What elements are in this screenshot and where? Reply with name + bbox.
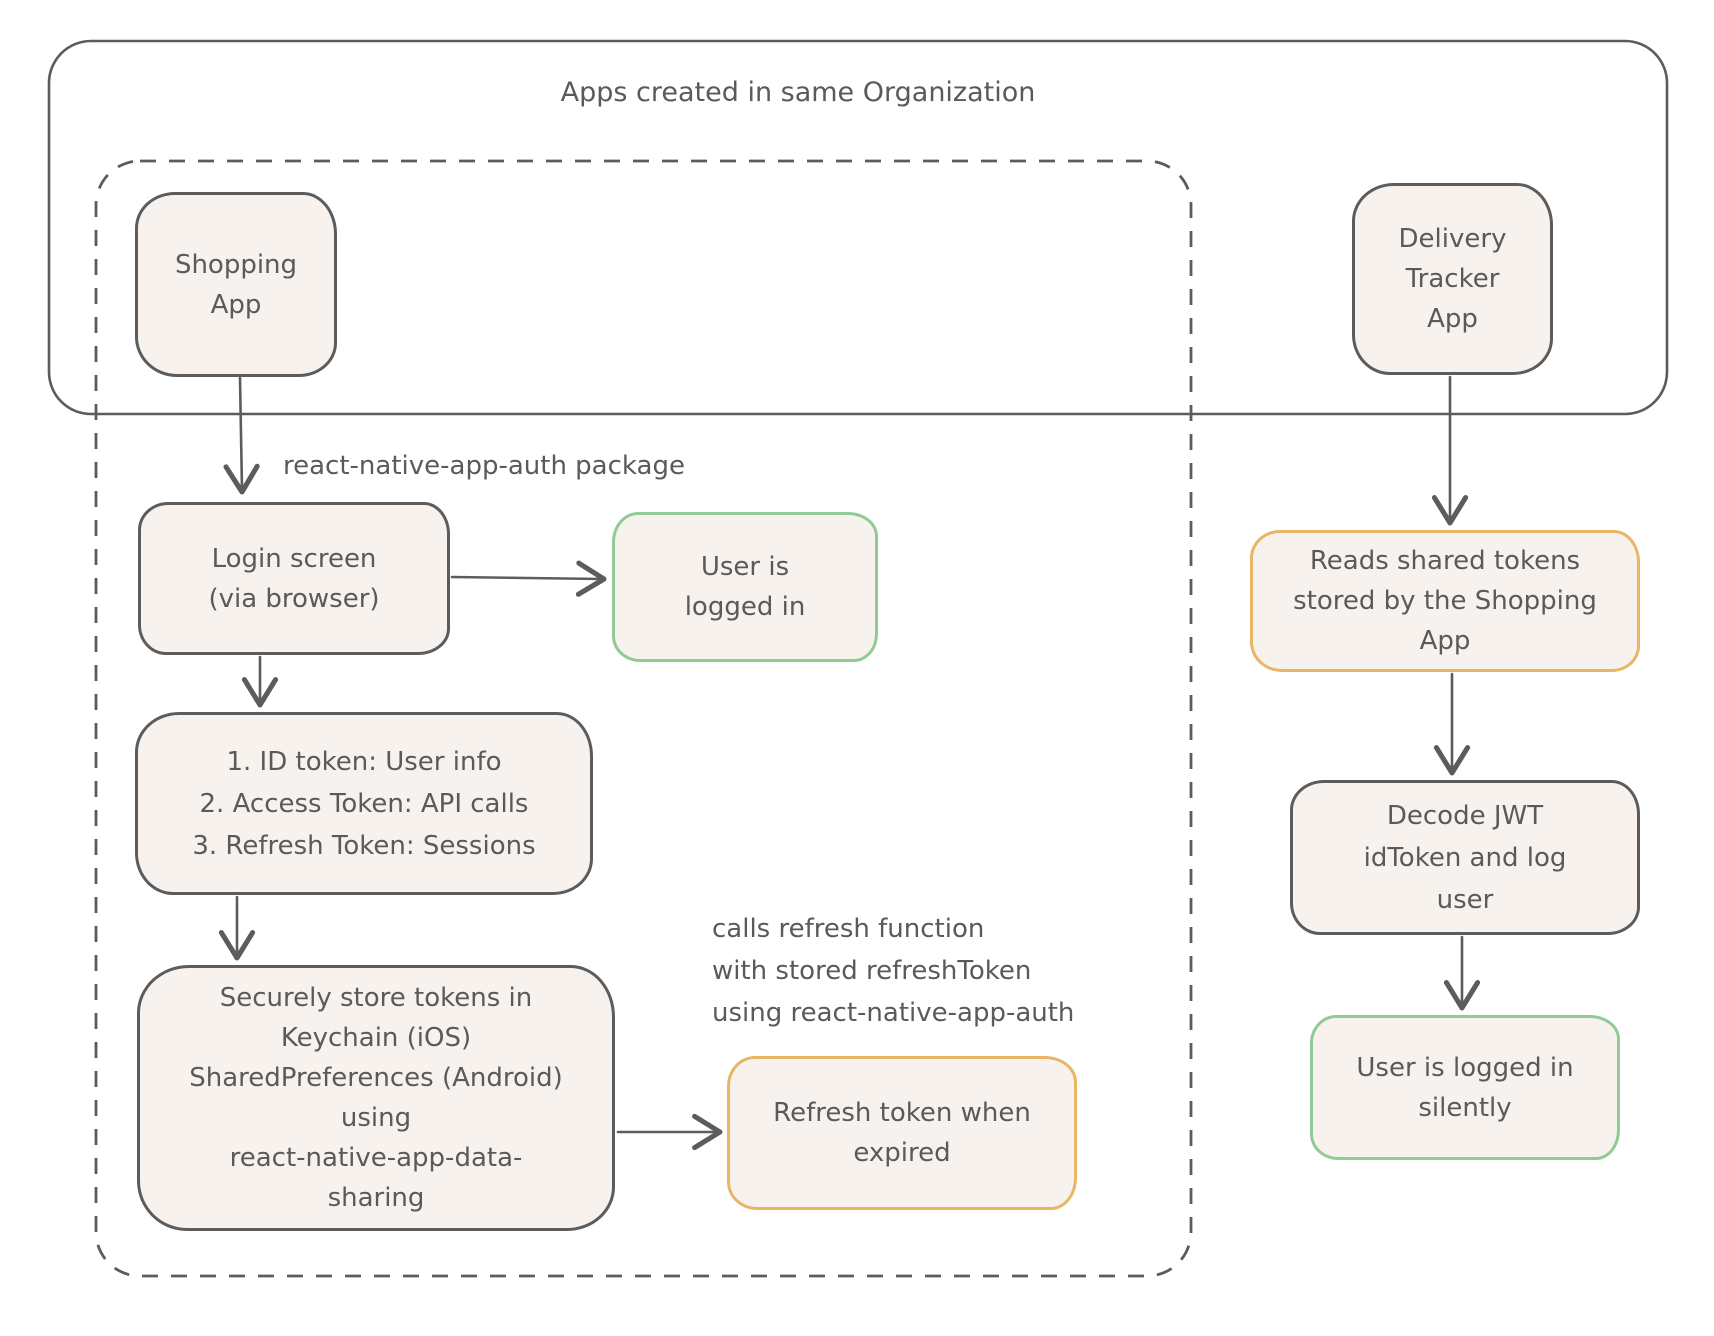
node-delivery-tracker-app: Delivery Tracker App bbox=[1352, 183, 1553, 375]
node-silent-login: User is logged in silently bbox=[1310, 1015, 1620, 1160]
label-line: with stored refreshToken bbox=[712, 956, 1032, 986]
node-text-line: Delivery bbox=[1398, 224, 1507, 254]
edge-label-auth-package: react-native-app-auth package bbox=[283, 451, 685, 481]
node-shopping-app: Shopping App bbox=[135, 192, 337, 377]
diagram-title: Apps created in same Organization bbox=[560, 77, 1036, 108]
node-text-line: react-native-app-data- bbox=[229, 1143, 523, 1173]
node-text-line: Securely store tokens in bbox=[219, 983, 533, 1013]
node-text-line: (via browser) bbox=[208, 583, 380, 614]
node-text-line: App bbox=[1427, 304, 1478, 334]
node-text-line: 2. Access Token: API calls bbox=[199, 788, 529, 819]
node-text-line: expired bbox=[853, 1138, 951, 1168]
node-text-line: Login screen bbox=[211, 543, 377, 574]
label-line: using react-native-app-auth bbox=[712, 998, 1075, 1028]
edge-label-refresh-note: calls refresh function with stored refre… bbox=[712, 908, 1074, 1034]
node-user-logged-in: User is logged in bbox=[612, 512, 878, 662]
label-line: calls refresh function bbox=[712, 914, 985, 944]
node-text-line: user bbox=[1436, 884, 1494, 915]
shopping-app-group-dashed-border bbox=[94, 159, 1193, 1278]
node-text-line: idToken and log bbox=[1363, 842, 1567, 873]
node-decode-jwt: Decode JWT idToken and log user bbox=[1290, 780, 1640, 935]
node-text-line: App bbox=[1419, 626, 1471, 656]
node-text-line: App bbox=[210, 289, 262, 320]
node-secure-store: Securely store tokens in Keychain (iOS) … bbox=[137, 965, 615, 1231]
organization-group-border bbox=[47, 39, 1669, 416]
node-text-line: silently bbox=[1418, 1092, 1512, 1123]
node-text-line: Refresh token when bbox=[773, 1098, 1031, 1128]
node-text-line: sharing bbox=[327, 1183, 425, 1213]
node-text-line: logged in bbox=[684, 592, 806, 622]
node-text-line: Shopping bbox=[174, 249, 298, 280]
node-text-line: Keychain (iOS) bbox=[280, 1023, 472, 1053]
node-text-line: Decode JWT bbox=[1386, 800, 1544, 831]
node-text-line: User is bbox=[700, 552, 790, 582]
node-refresh-token: Refresh token when expired bbox=[727, 1056, 1077, 1210]
node-reads-shared-tokens: Reads shared tokens stored by the Shoppi… bbox=[1250, 530, 1640, 672]
node-text-line: using bbox=[340, 1103, 412, 1133]
node-text-line: User is logged in bbox=[1356, 1052, 1574, 1083]
node-login-screen: Login screen (via browser) bbox=[138, 502, 450, 655]
node-token-list: 1. ID token: User info 2. Access Token: … bbox=[135, 712, 593, 895]
node-text-line: Reads shared tokens bbox=[1309, 546, 1581, 576]
node-text-line: stored by the Shopping bbox=[1293, 586, 1597, 616]
node-text-line: 1. ID token: User info bbox=[226, 746, 502, 777]
node-text-line: SharedPreferences (Android) bbox=[189, 1063, 563, 1093]
node-text-line: 3. Refresh Token: Sessions bbox=[192, 830, 536, 861]
node-text-line: Tracker bbox=[1405, 264, 1500, 294]
